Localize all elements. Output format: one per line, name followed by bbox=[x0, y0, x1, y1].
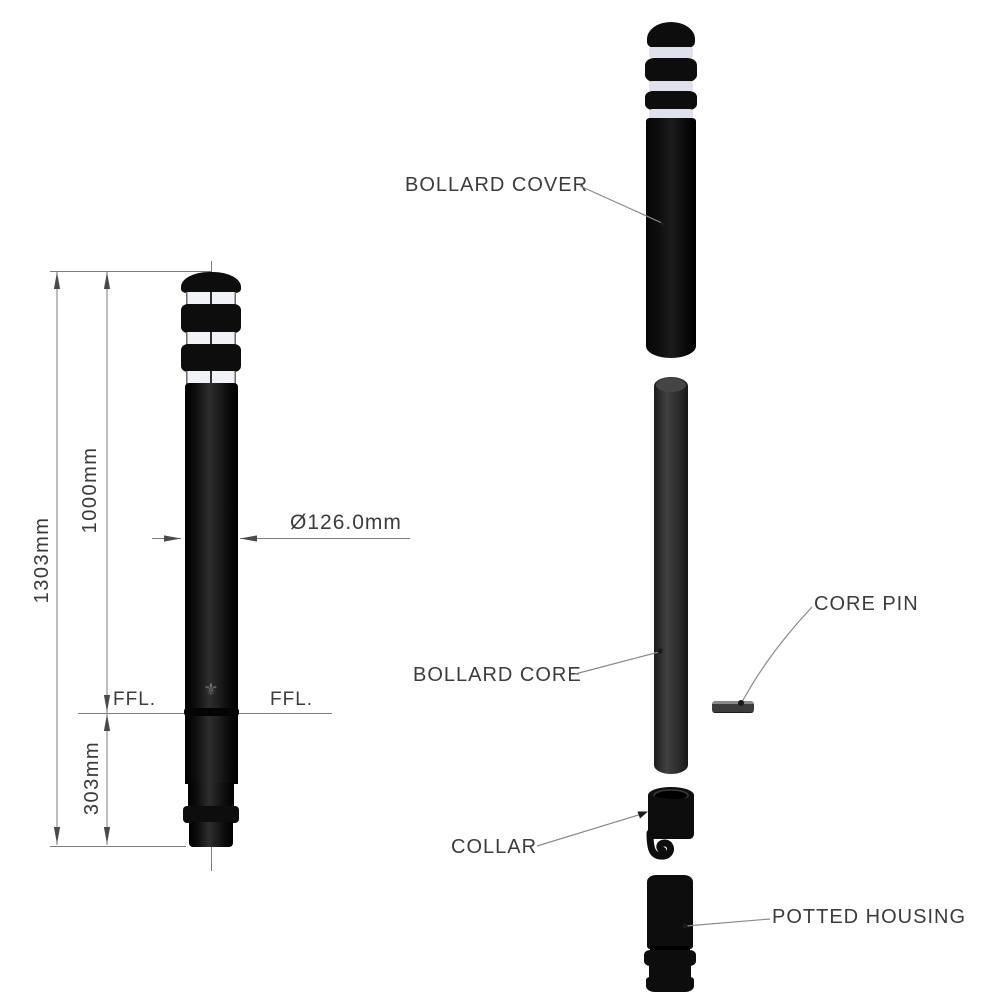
ffl-label-right: FFL. bbox=[270, 689, 314, 710]
core-body bbox=[654, 377, 688, 774]
dim-bollard-ground-band bbox=[184, 708, 239, 716]
dimension-below-ground: 303mm bbox=[81, 740, 103, 816]
housing-bulge-ring bbox=[644, 950, 696, 966]
dim-bollard-root-step-1 bbox=[188, 783, 234, 808]
core-top-face bbox=[656, 378, 686, 392]
cover-ring-2 bbox=[645, 91, 697, 110]
label-bollard-cover: BOLLARD COVER bbox=[405, 174, 589, 196]
leader-pin bbox=[741, 606, 813, 703]
bollard-emblem-icon: ⚜ bbox=[203, 680, 219, 699]
dimension-diameter: Ø126.0mm bbox=[290, 511, 402, 534]
arrow-303-bottom bbox=[103, 827, 111, 844]
arrow-1000-top bbox=[103, 272, 111, 289]
label-collar: COLLAR bbox=[451, 836, 538, 858]
leader-core bbox=[574, 651, 660, 675]
housing-body bbox=[647, 875, 693, 949]
collar-shape bbox=[646, 787, 694, 860]
dim-bollard-band-2 bbox=[186, 332, 236, 345]
cover-ring-1 bbox=[645, 58, 697, 82]
dimension-total-height: 1303mm bbox=[31, 516, 53, 604]
arrow-dia-right bbox=[240, 535, 257, 542]
ffl-label-left: FFL. bbox=[113, 689, 157, 710]
leader-collar bbox=[536, 812, 646, 847]
dim-bollard-root-ring bbox=[183, 806, 239, 823]
arrow-1303-top bbox=[53, 272, 61, 289]
cover-cap bbox=[647, 22, 695, 48]
housing-groove bbox=[650, 946, 690, 951]
arrow-303-top bbox=[103, 714, 111, 731]
dim-bollard-ring-1 bbox=[181, 304, 241, 333]
dim-bollard-ring-2 bbox=[181, 344, 241, 372]
leader-housing bbox=[685, 918, 771, 927]
cover-body bbox=[646, 118, 696, 358]
label-potted-housing: POTTED HOUSING bbox=[772, 906, 967, 928]
dim-bollard-root-step-2 bbox=[189, 822, 233, 847]
housing-mid-section bbox=[649, 965, 691, 978]
cover-band-1 bbox=[649, 47, 693, 59]
dim-bollard-band-1 bbox=[186, 292, 236, 305]
label-bollard-core: BOLLARD CORE bbox=[413, 664, 582, 686]
dimension-above-ground: 1000mm bbox=[79, 446, 101, 534]
dim-bollard-band-3 bbox=[186, 371, 236, 384]
dim-bollard-cap bbox=[181, 272, 241, 293]
cover-band-3 bbox=[649, 109, 693, 120]
dim-bollard-shaft bbox=[185, 383, 238, 784]
arrow-1303-bottom bbox=[53, 827, 61, 844]
arrow-dia-left bbox=[164, 535, 181, 542]
housing-bottom-ring bbox=[646, 977, 694, 992]
arrow-1000-bottom bbox=[103, 695, 111, 712]
core-pin-body bbox=[712, 701, 754, 712]
label-core-pin: CORE PIN bbox=[814, 593, 919, 615]
cover-band-2 bbox=[649, 81, 693, 92]
